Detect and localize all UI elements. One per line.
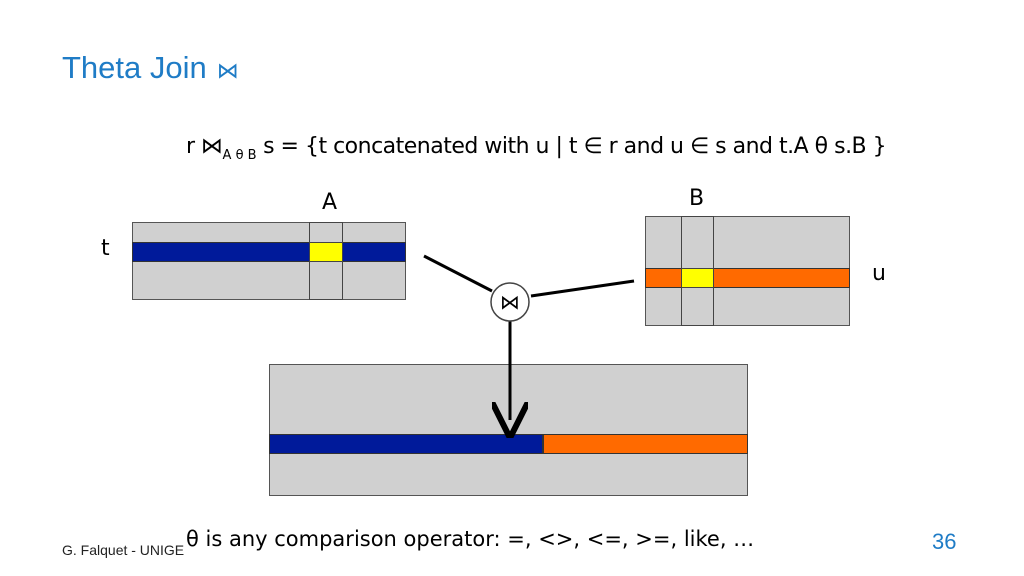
- formula-right: s = {t concatenated with u | t ∈ r and u…: [256, 134, 887, 159]
- value-t-a: [309, 242, 343, 262]
- result-u-part: [543, 434, 748, 454]
- slide-title-text: Theta Join: [62, 50, 207, 85]
- theta-join-formula: r ⋈A θ B s = {t concatenated with u | t …: [186, 134, 887, 163]
- connector-s-to-join: [530, 279, 635, 298]
- theta-note: θ is any comparison operator: =, <>, <=,…: [186, 527, 755, 551]
- connector-r-to-join: [423, 254, 493, 293]
- bowtie-icon: ⋈: [216, 58, 239, 83]
- footer-author: G. Falquet - UNIGE: [62, 542, 185, 558]
- join-icon: ⋈: [500, 290, 520, 314]
- formula-subscript: A θ B: [222, 148, 257, 163]
- tuple-t-label: t: [101, 236, 110, 261]
- slide-title: Theta Join ⋈: [62, 50, 239, 86]
- tuple-u-label: u: [872, 261, 886, 286]
- join-node: [490, 282, 530, 322]
- value-u-b: [681, 268, 714, 288]
- attribute-a-label: A: [322, 190, 338, 215]
- attribute-b-label: B: [689, 186, 705, 211]
- result-t-part: [269, 434, 543, 454]
- formula-left: r ⋈: [186, 134, 223, 159]
- page-number: 36: [932, 529, 957, 554]
